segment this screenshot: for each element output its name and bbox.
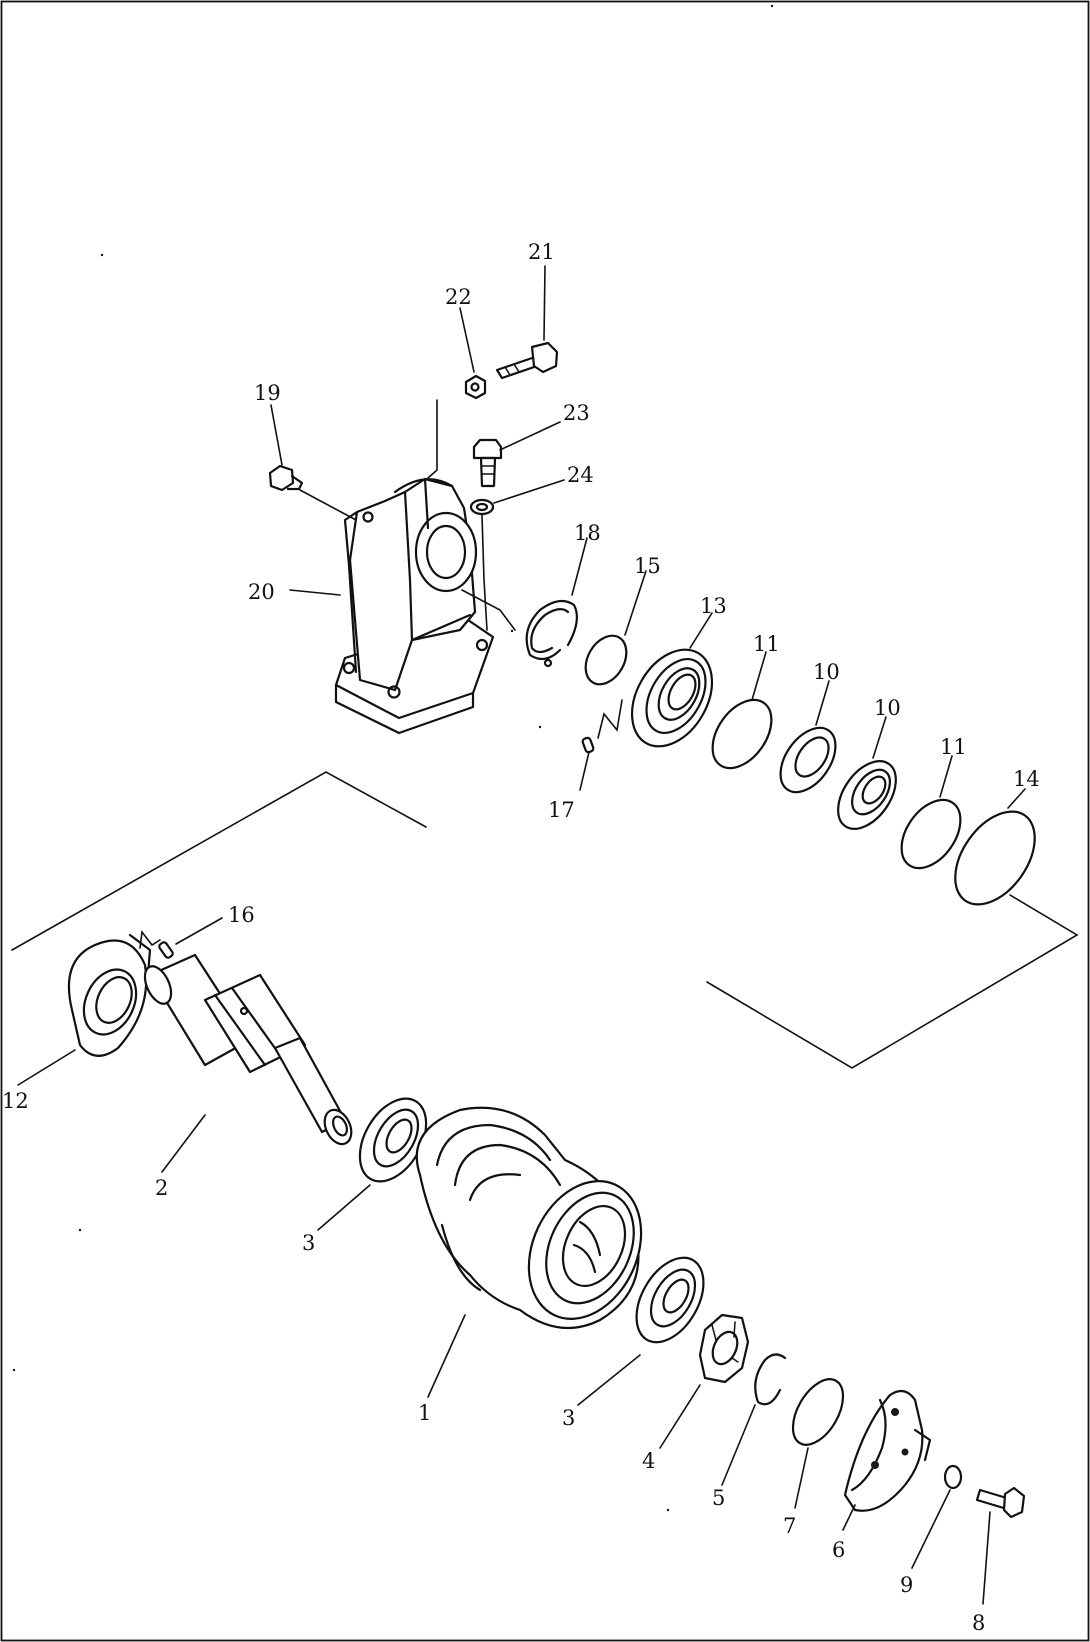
callout-7: 7 <box>783 1514 796 1538</box>
speck <box>12 1368 16 1372</box>
callout-11a: 11 <box>753 632 780 656</box>
seal-part-12 <box>67 933 152 1057</box>
callout-18: 18 <box>574 521 601 545</box>
washer-part-9 <box>943 1464 963 1490</box>
callout-labels: 21 22 19 23 24 18 15 13 20 11 10 10 11 1… <box>2 240 1040 1635</box>
pin-part-17 <box>581 736 595 754</box>
callout-12: 12 <box>2 1089 29 1113</box>
speck <box>666 1508 670 1512</box>
callout-11b: 11 <box>940 735 967 759</box>
bolt-part-8 <box>975 1486 1026 1519</box>
callout-13: 13 <box>700 594 727 618</box>
assembly-outline-right <box>706 894 1079 1069</box>
o-ring-part-11b <box>900 798 962 870</box>
speck <box>538 725 542 729</box>
bolt-part-23 <box>472 438 503 488</box>
callout-15: 15 <box>634 554 661 578</box>
callout-2: 2 <box>155 1176 168 1200</box>
shaft-part-2 <box>143 953 353 1146</box>
nut-part-22 <box>464 374 487 400</box>
speck <box>100 253 104 257</box>
roller-part-1 <box>415 1106 643 1330</box>
callout-3a: 3 <box>302 1231 315 1255</box>
o-ring-part-14 <box>954 810 1036 906</box>
o-ring-part-11a <box>711 698 773 770</box>
callout-16: 16 <box>228 903 255 927</box>
bracket-part-20 <box>334 477 495 735</box>
bearing-part-3b <box>635 1256 705 1344</box>
bolt-part-19 <box>268 464 304 492</box>
speck <box>770 4 774 8</box>
callout-8: 8 <box>972 1611 985 1635</box>
nut-part-4 <box>698 1313 750 1384</box>
leader-lines <box>17 265 1026 1605</box>
speck <box>78 1228 82 1232</box>
seal-part-10b <box>837 760 897 830</box>
washer-part-24 <box>469 498 495 516</box>
callout-21: 21 <box>528 240 555 264</box>
callout-22: 22 <box>445 285 472 309</box>
snap-ring-part-18 <box>525 599 579 668</box>
callout-1: 1 <box>418 1401 431 1425</box>
assembly-outline <box>11 771 427 951</box>
speck <box>510 629 514 633</box>
bearing-part-3a <box>358 1097 428 1183</box>
o-ring-part-7 <box>791 1378 845 1446</box>
snap-ring-part-5 <box>754 1353 787 1406</box>
callout-5: 5 <box>712 1486 725 1510</box>
o-ring-part-15 <box>584 634 628 686</box>
callout-23: 23 <box>563 401 590 425</box>
callout-17: 17 <box>548 798 575 822</box>
callout-10a: 10 <box>813 660 840 684</box>
callout-24: 24 <box>567 463 594 487</box>
bolt-part-21 <box>495 341 559 380</box>
callout-10b: 10 <box>874 696 901 720</box>
seal-part-13 <box>630 648 714 748</box>
callout-14: 14 <box>1013 767 1040 791</box>
callout-3b: 3 <box>562 1406 575 1430</box>
callout-9: 9 <box>900 1573 913 1597</box>
callout-4: 4 <box>642 1449 655 1473</box>
pin-part-16 <box>158 941 174 959</box>
callout-19: 19 <box>254 381 281 405</box>
seal-part-10a <box>779 726 837 794</box>
callout-6: 6 <box>832 1538 845 1562</box>
callout-20: 20 <box>248 580 275 604</box>
cover-part-6 <box>843 1389 932 1512</box>
